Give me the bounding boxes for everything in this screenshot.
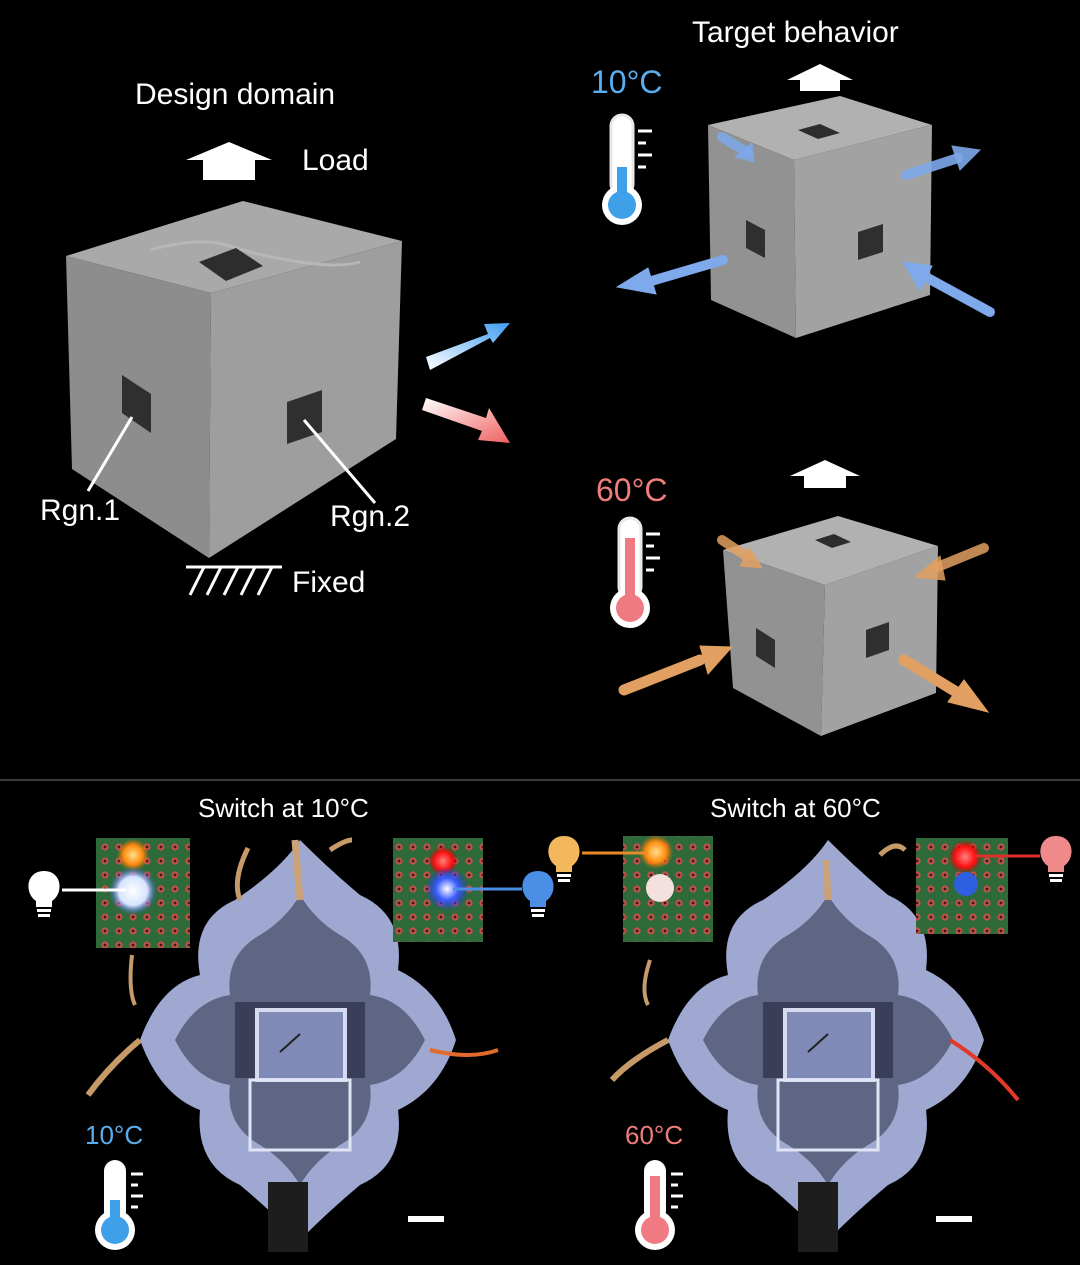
switch-10c-title: Switch at 10°C (198, 793, 369, 823)
cold-deformation-arrows (615, 132, 995, 317)
region-1-patch (122, 375, 151, 433)
left-led-board-2 (393, 838, 483, 942)
bottom-hot-temp-label: 60°C (625, 1120, 684, 1150)
cold-target-cube (708, 96, 932, 338)
target-behavior-title: Target behavior (692, 16, 899, 49)
hot-temp-label: 60°C (596, 472, 668, 508)
panel-divider (0, 779, 1080, 781)
cold-branch-arrow-icon (426, 323, 510, 370)
load-label: Load (302, 144, 369, 177)
left-device-photo (85, 837, 499, 1252)
hot-branch-arrow-icon (422, 398, 510, 443)
load-arrow-icon (186, 142, 272, 180)
bulb-icon (522, 871, 554, 917)
hot-load-arrow-icon (790, 460, 860, 488)
thermometer-cold-icon (602, 113, 652, 225)
right-device-photo (609, 840, 1020, 1252)
left-led-board-1 (96, 838, 190, 948)
fixed-support-icon (186, 565, 282, 596)
bottom-cold-temp-label: 10°C (85, 1120, 144, 1150)
hot-deformation-arrows (618, 535, 990, 713)
cold-temp-label: 10°C (591, 64, 663, 100)
hot-target-cube (723, 516, 938, 736)
rgn2-leader-line (302, 419, 377, 504)
rgn1-label: Rgn.1 (40, 494, 121, 527)
thermometer-hot-icon (635, 1160, 683, 1250)
thermometer-hot-icon (610, 516, 660, 628)
design-domain-cube (66, 201, 402, 558)
switch-60c-title: Switch at 60°C (710, 793, 881, 823)
cold-load-arrow-icon (787, 64, 853, 91)
bulb-icon (28, 871, 60, 917)
right-led-board-2 (916, 838, 1008, 934)
bulb-icon (1040, 836, 1072, 882)
bulb-icon (548, 836, 580, 882)
rgn2-label: Rgn.2 (330, 500, 411, 533)
rgn1-leader-line (86, 416, 134, 492)
design-domain-title: Design domain (135, 78, 336, 111)
right-led-board-1 (623, 835, 713, 942)
scale-bar-right (936, 1216, 972, 1222)
fixed-label: Fixed (292, 566, 366, 599)
thermometer-cold-icon (95, 1160, 143, 1250)
scale-bar-left (408, 1216, 444, 1222)
top-face-hole (199, 248, 263, 281)
